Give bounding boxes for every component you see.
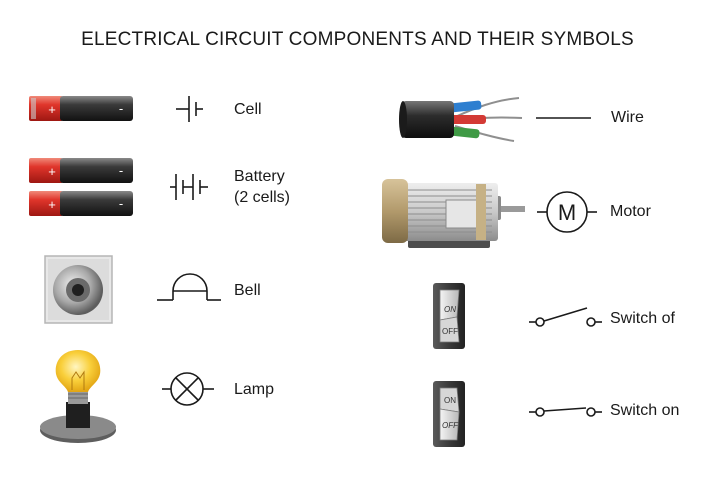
battery-plus-sign-2: +	[48, 197, 56, 212]
motor-symbol-letter: M	[558, 200, 576, 225]
battery-minus-sign-2: -	[119, 196, 123, 211]
motor-label: Motor	[610, 203, 651, 220]
switch-off-label: Switch of	[610, 310, 675, 327]
cell-label: Cell	[234, 101, 262, 118]
switch-off-symbol	[529, 307, 602, 327]
bell-image	[44, 255, 113, 324]
switch-off-on-label: ON	[444, 305, 456, 314]
motor-image	[382, 179, 525, 248]
battery-label-line2: (2 cells)	[234, 189, 291, 206]
cell-battery-image	[29, 96, 133, 121]
switch-off-off-label: OFF	[442, 327, 458, 336]
battery-plus-sign-1: +	[48, 164, 56, 179]
lamp-image	[40, 350, 116, 443]
switch-on-image	[433, 381, 465, 447]
switch-off-image	[433, 283, 465, 349]
battery-image	[29, 158, 133, 216]
cell-plus-sign: +	[48, 102, 56, 117]
switch-on-symbol	[529, 407, 602, 417]
bell-symbol	[157, 273, 221, 301]
motor-symbol	[537, 191, 597, 233]
wire-label: Wire	[611, 109, 644, 126]
page-title: ELECTRICAL CIRCUIT COMPONENTS AND THEIR …	[81, 29, 634, 50]
cell-minus-sign: -	[119, 101, 123, 116]
lamp-label: Lamp	[234, 381, 275, 398]
battery-label-line1: Battery	[234, 168, 285, 185]
battery-minus-sign-1: -	[119, 163, 123, 178]
switch-on-label: Switch on	[610, 402, 680, 419]
lamp-symbol	[162, 372, 214, 406]
bell-label: Bell	[234, 282, 261, 299]
cell-symbol	[176, 96, 203, 122]
switch-on-off-label: OFF	[442, 421, 459, 430]
wire-image	[399, 97, 523, 142]
switch-on-on-label: ON	[444, 396, 456, 405]
battery-symbol	[170, 174, 208, 200]
